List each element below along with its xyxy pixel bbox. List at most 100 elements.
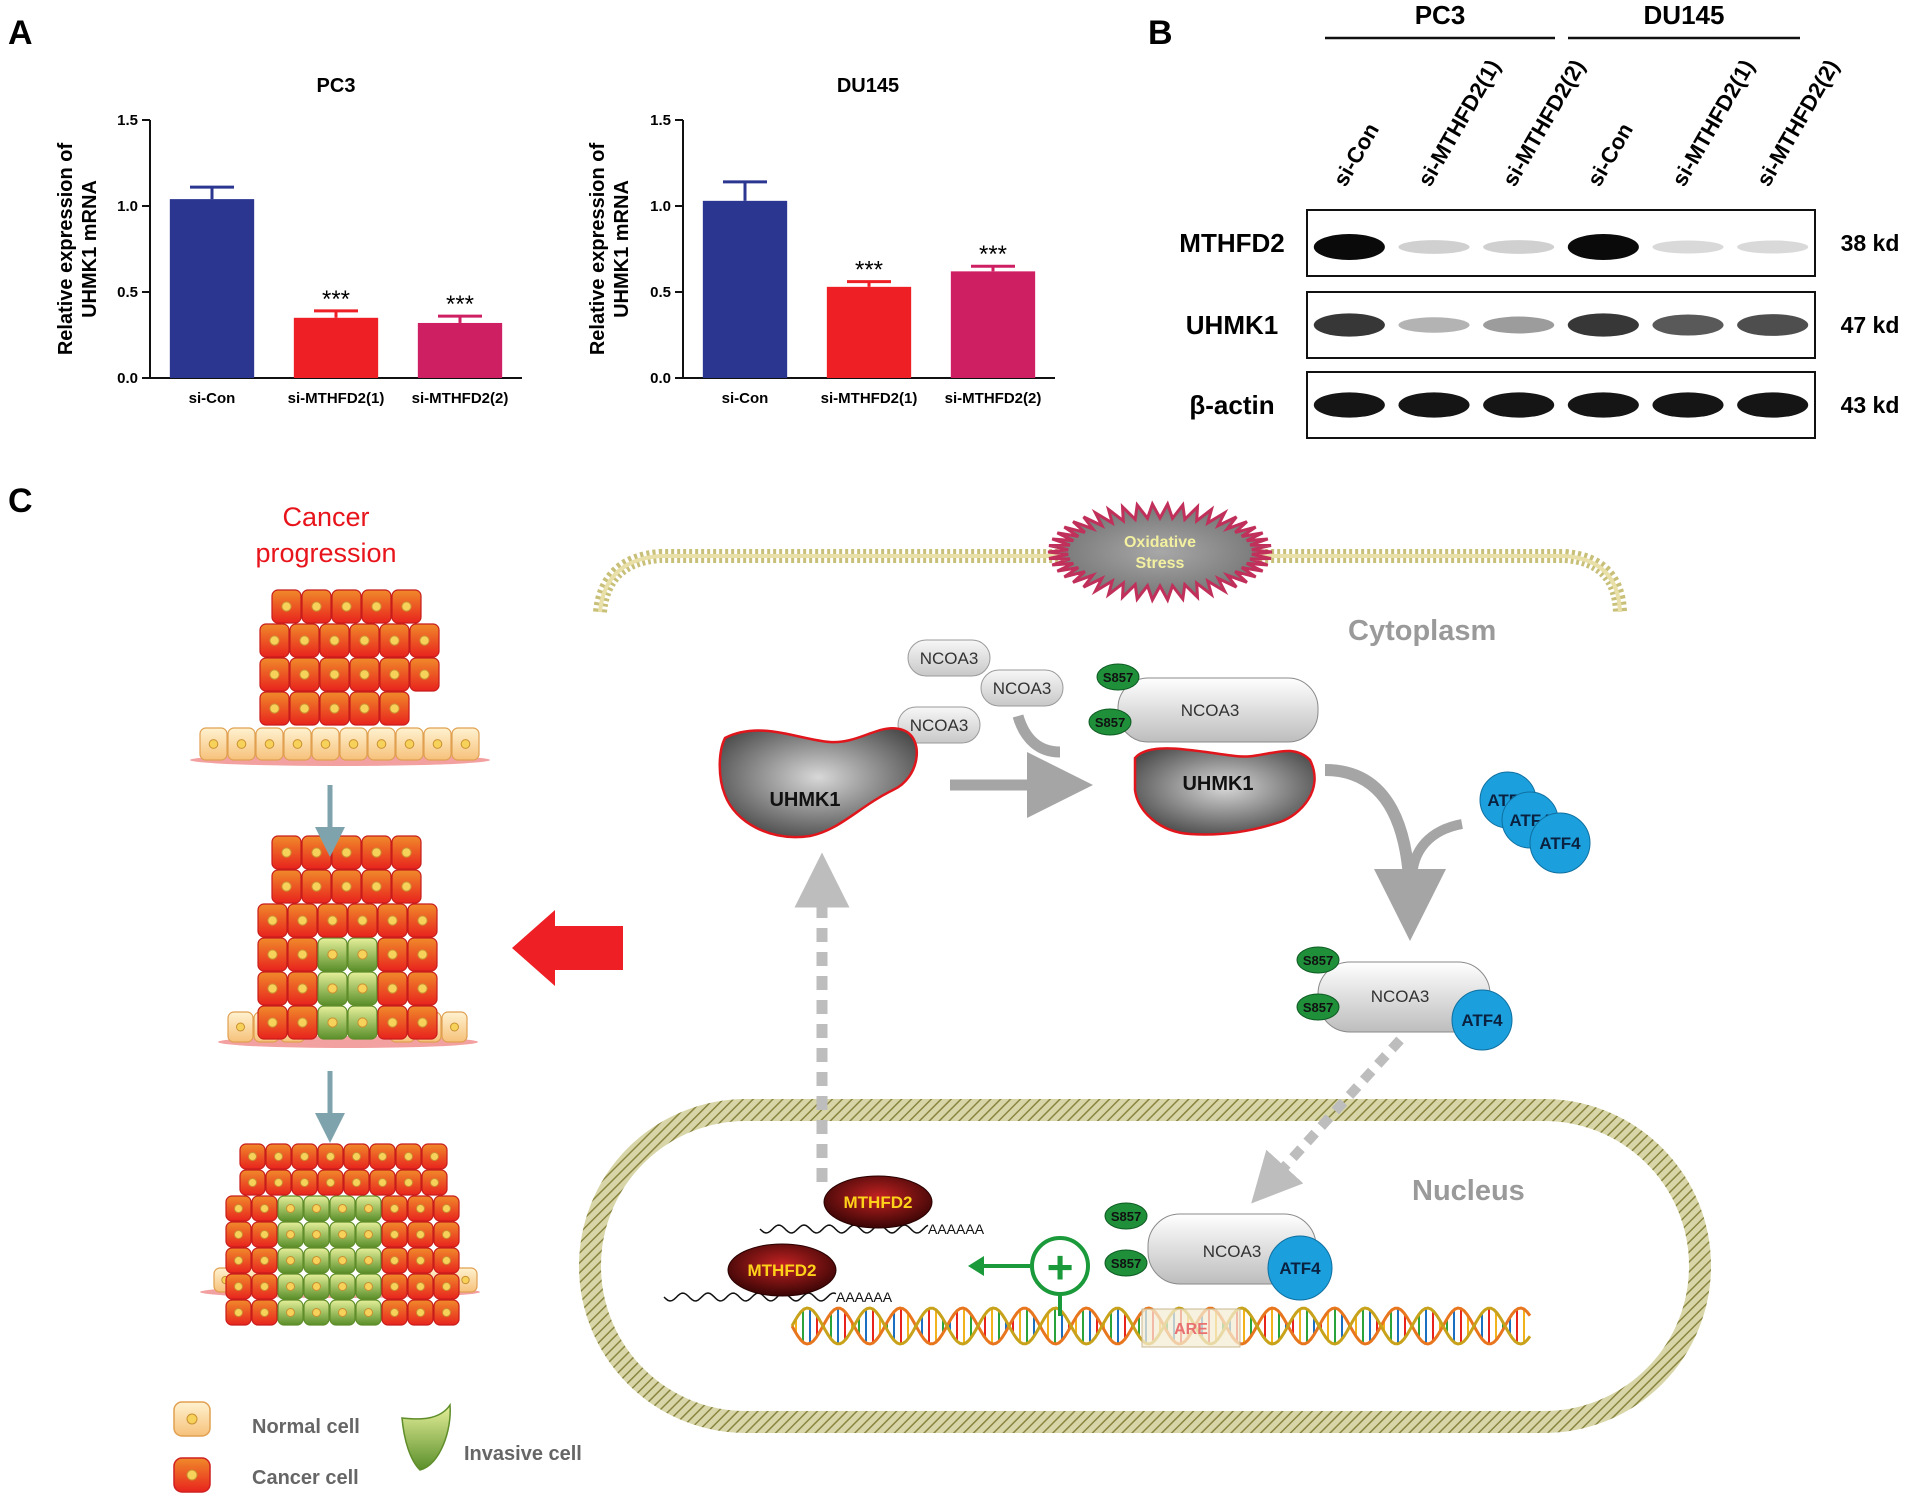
nuc-ncoa3-label: NCOA3 — [1203, 1242, 1262, 1261]
cell-nucleus — [312, 1230, 321, 1239]
cell-nucleus — [338, 1308, 347, 1317]
nucleus-label: Nucleus — [1412, 1175, 1525, 1207]
cell-nucleus — [417, 915, 428, 926]
cell-nucleus — [260, 1282, 269, 1291]
cell-nucleus — [274, 1178, 283, 1187]
cell-nucleus — [269, 669, 280, 680]
cell-nucleus — [341, 881, 352, 892]
cell-nucleus — [389, 703, 400, 714]
atf4-cluster: ATF4 ATF4 ATF4 — [1479, 771, 1591, 874]
blot-row-frame — [1306, 371, 1816, 439]
blot-band — [1313, 313, 1385, 337]
y-tick-label: 1.0 — [650, 198, 671, 215]
legend-invasive-swatch — [401, 1402, 451, 1471]
blot-row-label: β-actin — [1189, 390, 1274, 420]
activation-arrow — [1324, 764, 1446, 941]
cell-nucleus — [260, 1256, 269, 1265]
cell-nucleus — [378, 1178, 387, 1187]
cell-nucleus — [234, 1308, 243, 1317]
complex-s857-2: S857 — [1095, 715, 1125, 730]
cell-nucleus — [312, 1282, 321, 1291]
legend: Normal cell Cancer cell Invasive cell — [173, 1401, 582, 1493]
cell-nucleus — [329, 669, 340, 680]
cell-nucleus — [338, 1256, 347, 1265]
blot-band — [1737, 314, 1809, 336]
mrna-strand-2 — [663, 1292, 837, 1302]
cell-nucleus — [267, 983, 278, 994]
cell-nucleus — [286, 1204, 295, 1213]
cell-nucleus — [248, 1152, 257, 1161]
cell-nucleus — [341, 601, 352, 612]
cell-nucleus — [419, 635, 430, 646]
cell-nucleus — [234, 1230, 243, 1239]
cell-nucleus — [401, 881, 412, 892]
cell-nucleus — [208, 739, 219, 749]
cell-nucleus — [267, 915, 278, 926]
legend-invasive-label: Invasive cell — [464, 1443, 582, 1465]
cell-nucleus — [371, 601, 382, 612]
blot-band — [1398, 317, 1470, 333]
cell-nucleus — [390, 1308, 399, 1317]
uhmk1-free-label: UHMK1 — [769, 789, 840, 811]
cell-nucleus — [390, 1282, 399, 1291]
blot-band — [1313, 392, 1385, 418]
cell-nucleus — [300, 1152, 309, 1161]
mrna-strand-1 — [759, 1224, 929, 1234]
blot-kd-label: 43 kd — [1841, 392, 1900, 418]
cell-nucleus — [378, 1152, 387, 1161]
panel-label-b: B — [1148, 14, 1173, 52]
cell-nucleus — [311, 881, 322, 892]
cell-nucleus — [341, 847, 352, 858]
legend-normal-label: Normal cell — [252, 1416, 360, 1438]
cell-nucleus — [442, 1230, 451, 1239]
cell-nucleus — [312, 1308, 321, 1317]
blot-lane-label: si-MTHFD2(1) — [1667, 55, 1760, 190]
cell-nucleus — [234, 1256, 243, 1265]
y-tick-label: 0.0 — [650, 370, 671, 387]
cell-nucleus — [300, 1178, 309, 1187]
cell-nucleus — [338, 1230, 347, 1239]
blot-band — [1398, 240, 1470, 254]
y-tick-label: 1.5 — [117, 112, 138, 129]
polya-2: AAAAAA — [836, 1289, 893, 1305]
ncoa3-pill-1: NCOA3 — [907, 639, 991, 677]
panel-label-a: A — [8, 14, 33, 52]
bar — [702, 200, 788, 378]
cell-nucleus — [387, 1017, 398, 1028]
cell-nucleus — [234, 1282, 243, 1291]
blot-kd-label: 38 kd — [1841, 230, 1900, 256]
cell-nucleus — [430, 1178, 439, 1187]
ncoa3-pill-1-label: NCOA3 — [920, 649, 979, 668]
mthfd2-label-2: MTHFD2 — [748, 1261, 817, 1280]
complex-s857-1: S857 — [1103, 670, 1133, 685]
cell-nucleus — [390, 1204, 399, 1213]
x-tick-label: si-MTHFD2(1) — [288, 390, 385, 407]
blot-band — [1737, 392, 1809, 418]
y-axis-label-line1: Relative expression of — [587, 143, 609, 356]
cell-nucleus — [248, 1178, 257, 1187]
cell-nucleus — [299, 635, 310, 646]
cell-nucleus — [286, 1230, 295, 1239]
polya-1: AAAAAA — [928, 1221, 985, 1237]
transcription-activation: + — [968, 1236, 1090, 1316]
blot-band — [1483, 392, 1555, 418]
significance-label: *** — [322, 286, 350, 313]
bar — [417, 322, 503, 378]
cell-nucleus — [419, 669, 430, 680]
cell-nucleus — [376, 739, 387, 749]
blot-group-label: DU145 — [1644, 0, 1725, 30]
significance-label: *** — [979, 241, 1007, 268]
cell-nucleus — [236, 1022, 245, 1032]
cell-nucleus — [299, 669, 310, 680]
chart-title: PC3 — [317, 75, 356, 97]
legend-cancer-nucleus — [186, 1469, 198, 1481]
bar — [826, 286, 912, 378]
cell-nucleus — [387, 915, 398, 926]
cell-nucleus — [417, 983, 428, 994]
blot-band — [1483, 316, 1555, 334]
blot-band — [1313, 234, 1385, 260]
are-label: ARE — [1174, 1321, 1208, 1338]
cell-nucleus — [359, 703, 370, 714]
oxidative-stress-label-2: Stress — [1136, 555, 1185, 572]
